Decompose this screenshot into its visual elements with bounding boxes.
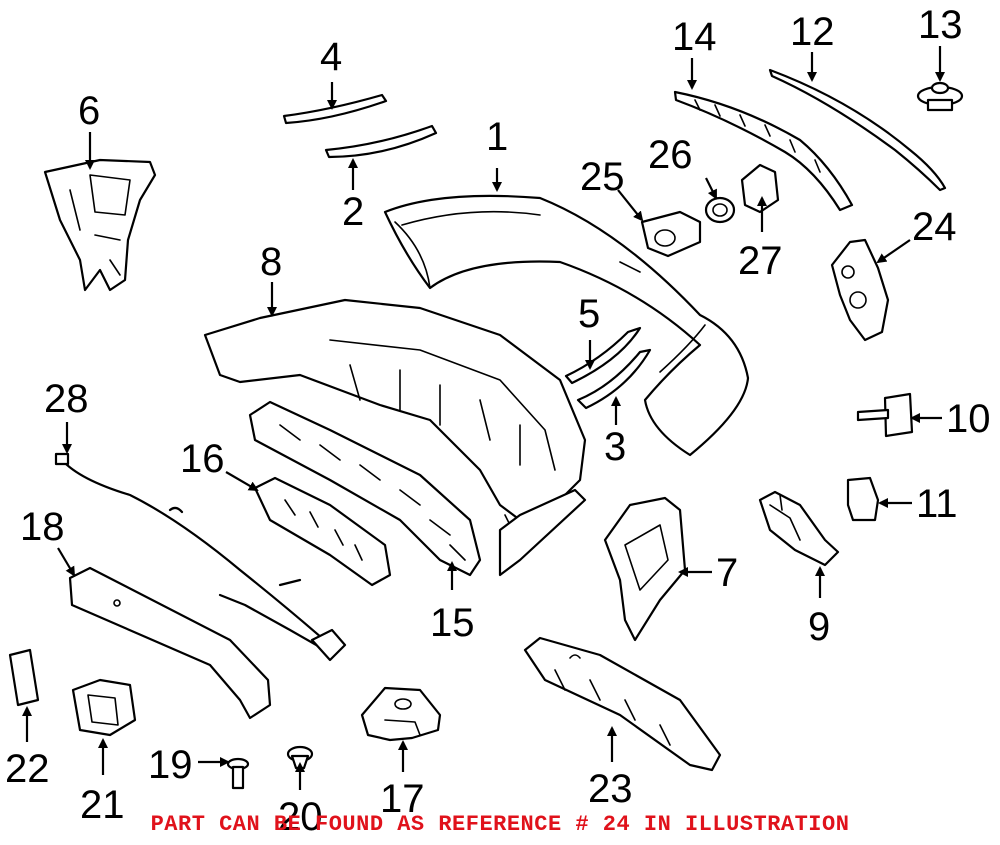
part-21-bracket[interactable] <box>71 678 137 737</box>
part-24-housing[interactable] <box>830 238 890 342</box>
part-17-mount[interactable] <box>360 686 442 742</box>
part-18-reinforcement-bar[interactable] <box>68 566 272 720</box>
callout-14: 14 <box>672 15 717 59</box>
callout-6: 6 <box>78 89 100 133</box>
part-1-bumper-cover[interactable] <box>383 194 750 457</box>
part-28-wiring-harness[interactable] <box>54 452 347 662</box>
callout-21: 21 <box>80 783 125 827</box>
callout-24: 24 <box>912 205 957 249</box>
callout-18: 18 <box>20 505 65 549</box>
callout-28: 28 <box>44 377 89 421</box>
part-4-trim-strip[interactable] <box>282 93 388 125</box>
part-22-plate[interactable] <box>8 648 40 707</box>
part-25-sensor[interactable] <box>640 210 702 258</box>
leader-lines <box>22 46 945 790</box>
part-14-reinforcement[interactable] <box>673 90 854 212</box>
part-2-trim-strip[interactable] <box>324 124 438 159</box>
callout-13: 13 <box>918 3 963 47</box>
callout-15: 15 <box>430 601 475 645</box>
part-19-bolt[interactable] <box>226 757 250 790</box>
part-7-side-bracket[interactable] <box>603 496 687 642</box>
callout-2: 2 <box>342 190 364 234</box>
callout-17: 17 <box>380 777 425 821</box>
callout-20: 20 <box>278 795 323 839</box>
part-8-lower-bumper[interactable] <box>203 298 587 577</box>
part-3-trim-strip[interactable] <box>576 348 652 410</box>
part-11-clip[interactable] <box>846 476 880 522</box>
callout-11: 11 <box>916 482 958 526</box>
part-10-pin[interactable] <box>856 392 914 438</box>
part-12-strip[interactable] <box>768 68 947 192</box>
callout-12: 12 <box>790 10 835 54</box>
callout-27: 27 <box>738 239 783 283</box>
callout-4: 4 <box>320 35 342 79</box>
part-15-absorber[interactable] <box>248 400 482 577</box>
callout-3: 3 <box>604 425 626 469</box>
part-27-sensor-holder[interactable] <box>740 163 780 214</box>
callout-1: 1 <box>486 115 508 159</box>
callout-10: 10 <box>946 397 991 441</box>
callout-16: 16 <box>180 437 225 481</box>
part-9-bracket[interactable] <box>758 490 840 567</box>
callout-25: 25 <box>580 155 625 199</box>
callout-19: 19 <box>148 743 193 787</box>
callout-8: 8 <box>260 240 282 284</box>
part-13-push-clip[interactable] <box>916 81 964 112</box>
callout-7: 7 <box>716 551 738 595</box>
callout-9: 9 <box>808 605 830 649</box>
part-6-bracket[interactable] <box>43 158 157 292</box>
callout-22: 22 <box>5 747 50 791</box>
callout-23: 23 <box>588 767 633 811</box>
part-23-lower-panel[interactable] <box>523 636 722 772</box>
callout-26: 26 <box>648 133 693 177</box>
callout-numbers: 1 2 3 4 5 6 7 8 9 10 11 12 13 14 15 16 1… <box>5 3 991 839</box>
part-16-absorber-segment[interactable] <box>253 476 392 587</box>
reference-caption: PART CAN BE FOUND AS REFERENCE # 24 IN I… <box>150 812 850 837</box>
callout-5: 5 <box>578 292 600 336</box>
part-26-ring[interactable] <box>704 196 736 224</box>
